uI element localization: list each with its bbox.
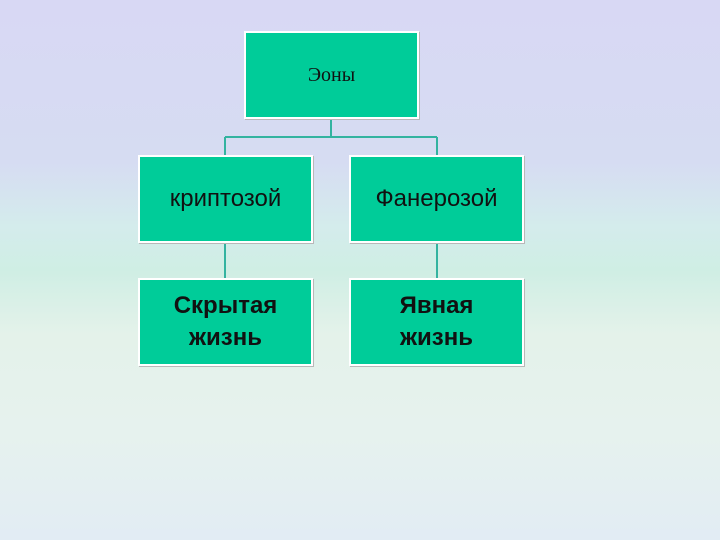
node-visible-life-line1: Явная bbox=[399, 291, 474, 319]
root-node-eons: Эоны bbox=[244, 31, 419, 119]
node-visible-life: Явная жизнь bbox=[349, 278, 524, 366]
node-hidden-life-line2: жизнь bbox=[189, 324, 262, 351]
root-node-label: Эоны bbox=[307, 63, 356, 86]
node-phanerozoic: Фанерозой bbox=[349, 155, 524, 243]
node-hidden-life-line1: Скрытая bbox=[173, 291, 278, 319]
node-visible-life-line2: жизнь bbox=[400, 324, 473, 351]
node-phanerozoic-label: Фанерозой bbox=[375, 185, 498, 212]
node-cryptozoic: криптозой bbox=[138, 155, 313, 243]
node-cryptozoic-label: криптозой bbox=[169, 185, 282, 212]
node-hidden-life: Скрытая жизнь bbox=[138, 278, 313, 366]
